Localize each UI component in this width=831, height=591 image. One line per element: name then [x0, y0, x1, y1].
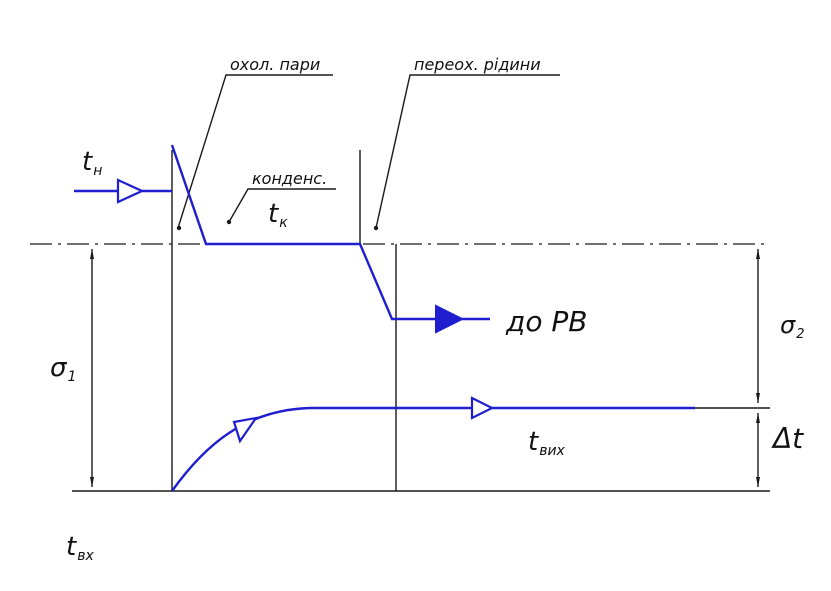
- label-kondens: конденс.: [252, 169, 327, 188]
- label-okhol-pary: охол. пари: [230, 55, 320, 74]
- refrigerant-inlet-arrow: [116, 178, 145, 204]
- refrigerant-outlet-arrow: [435, 304, 465, 334]
- label-t-vkh: tвх: [66, 532, 94, 564]
- label-t-n: tн: [82, 147, 102, 179]
- label-sigma2: σ2: [780, 311, 805, 342]
- leader-pereokh: [375, 74, 560, 229]
- leader-kondens: [228, 188, 336, 223]
- coolant-arrow-curve: [232, 416, 259, 444]
- refrigerant-process-line: [170, 144, 490, 321]
- label-sigma1: σ1: [50, 353, 76, 385]
- label-pereokh-ridyny: переох. рідини: [414, 55, 541, 74]
- leader-dot-okhol-pary: [176, 225, 182, 231]
- label-t-vykh: tвих: [528, 427, 566, 459]
- label-t-k: tк: [268, 199, 288, 231]
- leader-dot-kondens: [226, 219, 232, 225]
- leader-okhol-pary: [177, 74, 333, 229]
- label-delta-t: Δt: [771, 422, 804, 455]
- coolant-temperature-curve: [171, 406, 695, 492]
- coolant-arrow-straight: [470, 396, 495, 420]
- leader-dot-pereokh: [373, 225, 379, 231]
- label-do-rv: до РВ: [505, 305, 587, 338]
